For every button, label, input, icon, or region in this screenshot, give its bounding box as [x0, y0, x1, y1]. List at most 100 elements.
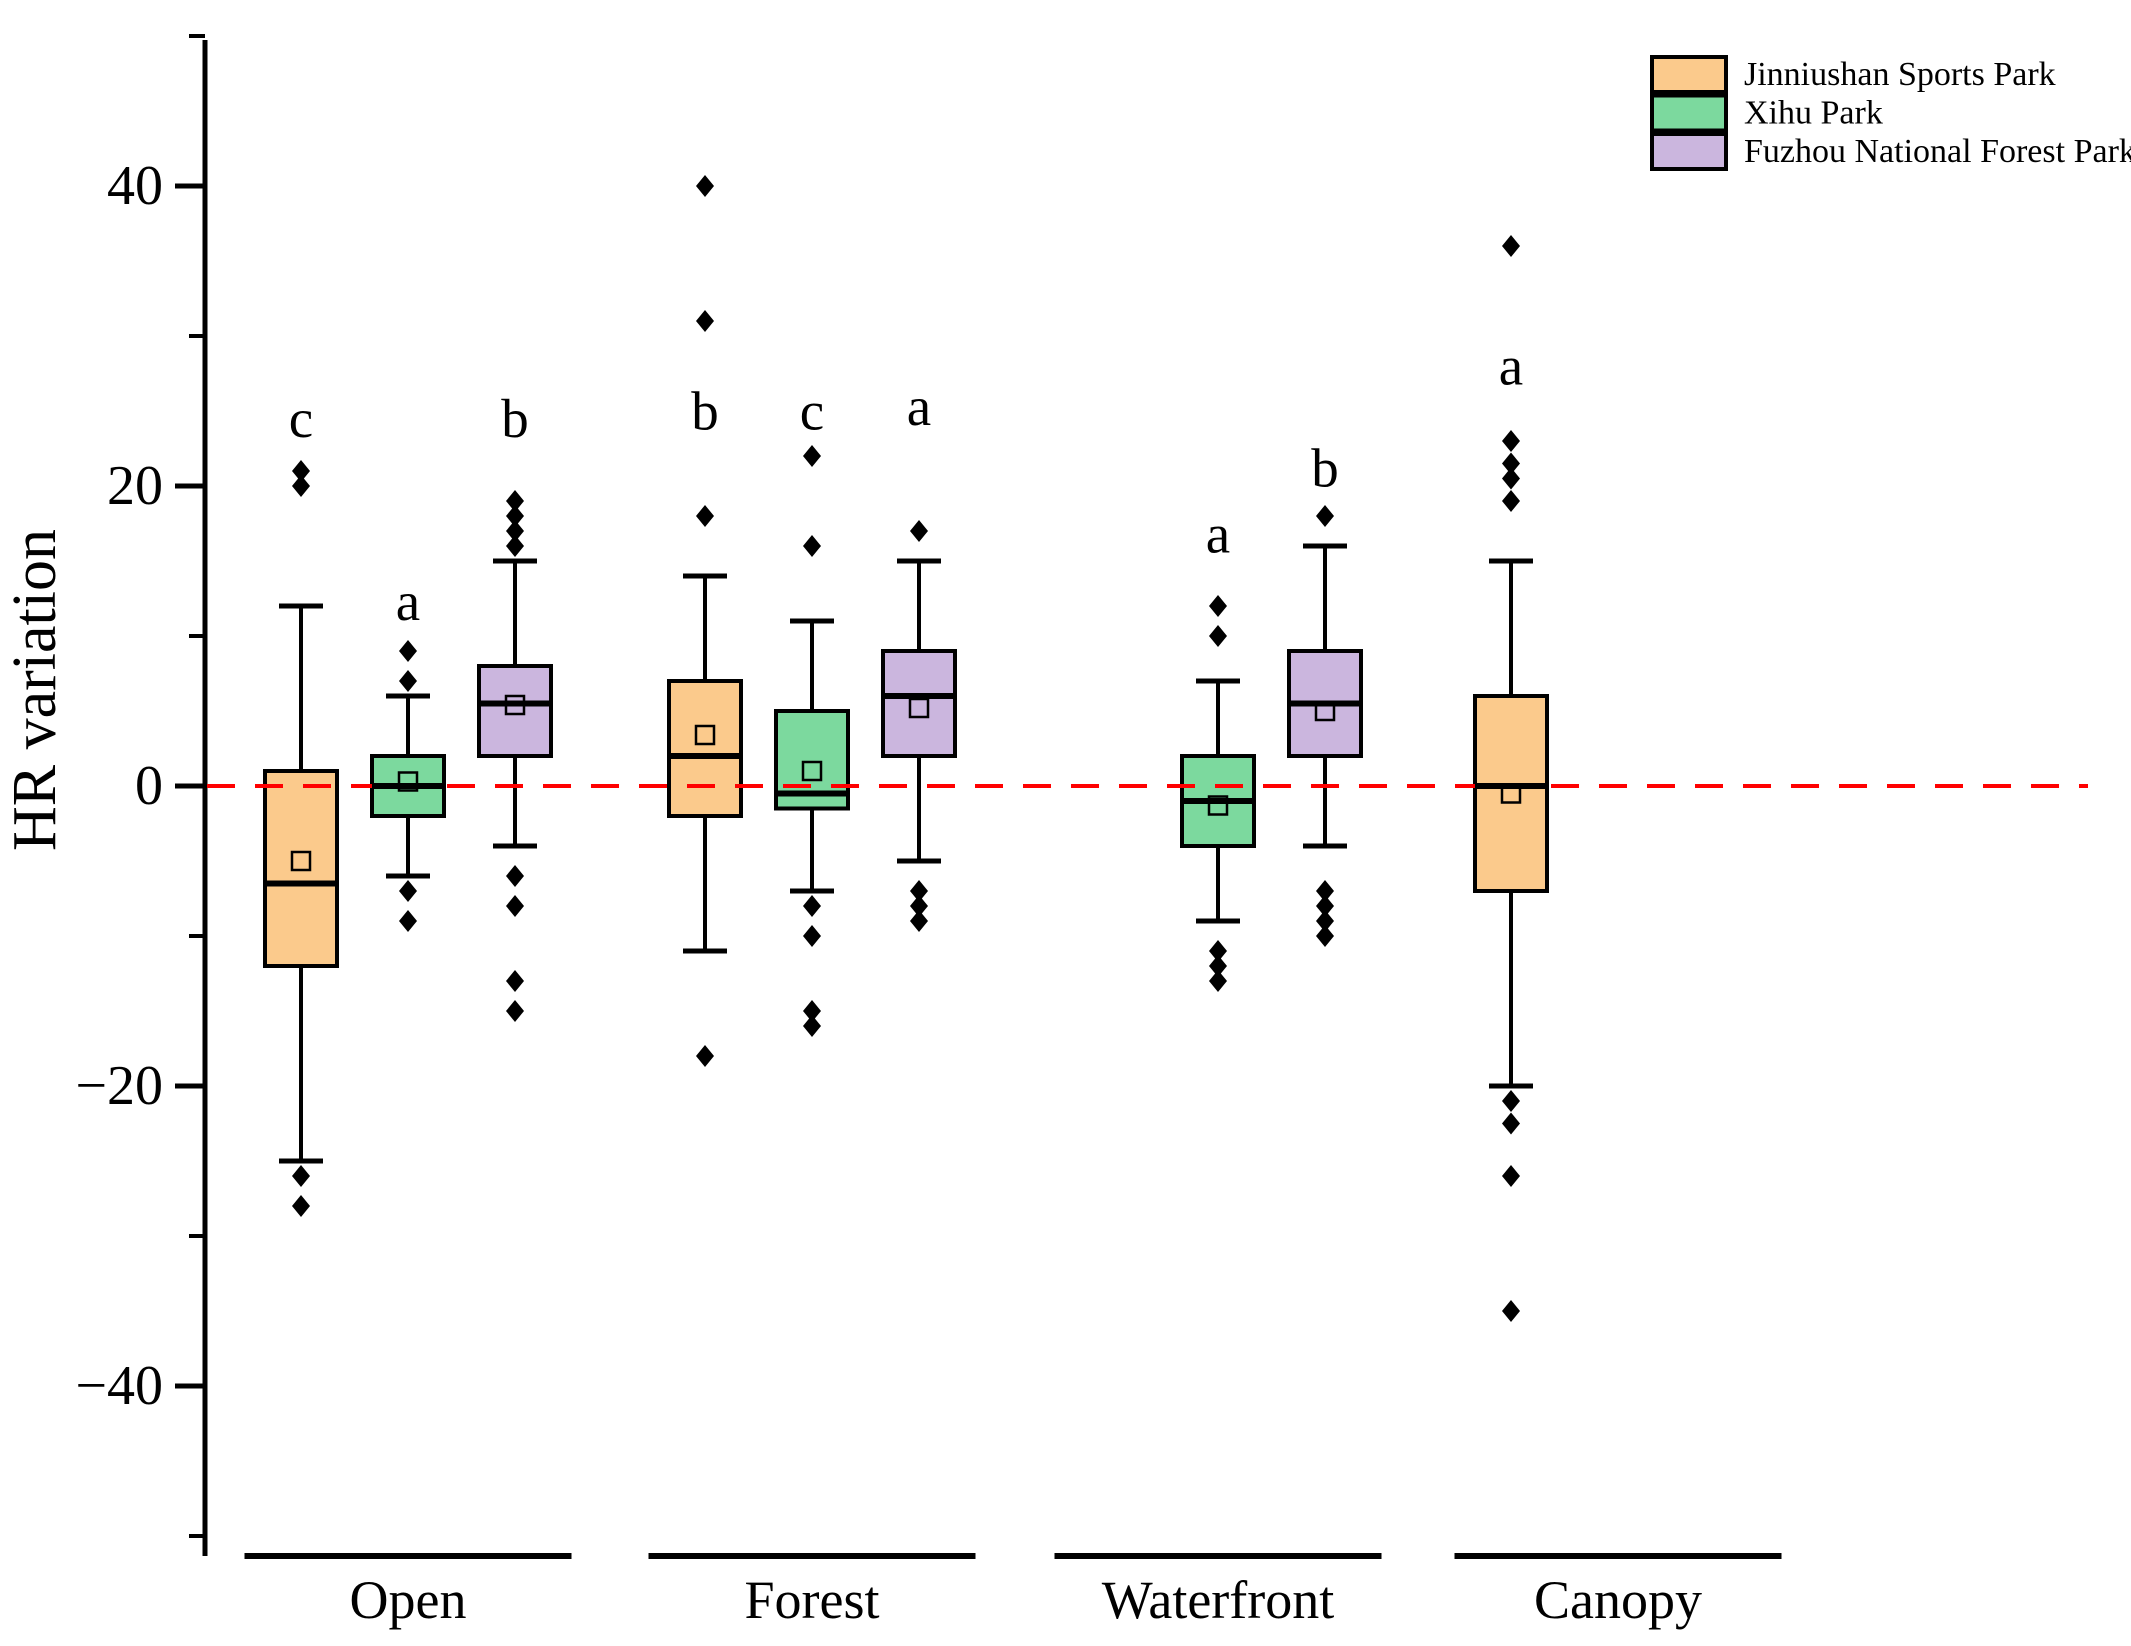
iqr-box: [1473, 694, 1549, 893]
significance-letter: c: [289, 388, 313, 449]
box-open-fuzhou: [477, 558, 553, 849]
outlier-diamond: [1209, 595, 1227, 617]
outlier-diamond: [696, 175, 714, 197]
outlier-diamond: [803, 535, 821, 557]
outlier-diamond: [1209, 955, 1227, 977]
legend-swatch-jinniushan: [1650, 55, 1728, 94]
mean-marker: [908, 697, 930, 719]
outlier-diamond: [1502, 1090, 1520, 1112]
category-label-forest: Forest: [745, 1570, 880, 1630]
outlier-diamond: [1209, 625, 1227, 647]
legend-label-jinniushan: Jinniushan Sports Park: [1744, 56, 2056, 93]
box-marks-open-xihu: a: [372, 571, 444, 932]
outlier-diamond: [506, 535, 524, 557]
box-marks-forest-fuzhou: a: [883, 376, 955, 932]
iqr-box: [477, 664, 553, 758]
outlier-diamond: [399, 670, 417, 692]
legend-swatch-fuzhou: [1650, 132, 1728, 171]
significance-letter: b: [1311, 438, 1339, 499]
significance-letter: a: [1206, 504, 1230, 565]
legend-swatch-xihu: [1650, 93, 1728, 133]
outlier-diamond: [1502, 430, 1520, 452]
outlier-diamond: [1502, 490, 1520, 512]
outlier-diamond: [910, 880, 928, 902]
box-forest-jinniushan: [667, 573, 743, 954]
iqr-box: [881, 649, 957, 758]
significance-letter: a: [396, 571, 420, 632]
box-marks-forest-xihu: c: [776, 381, 848, 1037]
mean-marker: [504, 694, 526, 716]
outlier-diamond: [506, 520, 524, 542]
outlier-diamond: [399, 640, 417, 662]
outlier-diamond: [803, 1015, 821, 1037]
outlier-diamond: [506, 865, 524, 887]
outlier-diamond: [1502, 1165, 1520, 1187]
outlier-diamond: [292, 1195, 310, 1217]
outlier-diamond: [292, 1165, 310, 1187]
outlier-diamond: [399, 910, 417, 932]
mean-marker: [1314, 700, 1336, 722]
outlier-diamond: [1209, 940, 1227, 962]
y-axis-tick-label: 20: [107, 455, 163, 517]
outlier-diamond: [803, 895, 821, 917]
outlier-diamond: [1502, 452, 1520, 475]
mean-marker: [397, 771, 419, 792]
iqr-box: [667, 679, 743, 818]
box-open-jinniushan: [263, 603, 339, 1164]
outlier-diamond: [1502, 467, 1520, 490]
y-axis-tick-label: 0: [135, 755, 163, 817]
y-axis-tick-label: −20: [75, 1055, 163, 1117]
mean-marker: [801, 760, 823, 782]
mean-marker: [290, 850, 312, 872]
y-axis-tick-label: 40: [107, 155, 163, 217]
legend-label-fuzhou: Fuzhou National Forest Park: [1744, 133, 2131, 170]
mean-marker: [1207, 795, 1229, 816]
outlier-diamond: [1209, 970, 1227, 992]
outlier-diamond: [1316, 910, 1334, 932]
outlier-diamond: [1502, 1112, 1520, 1135]
outlier-diamond: [506, 490, 524, 512]
y-axis-tick-label: −40: [75, 1355, 163, 1417]
outlier-diamond: [1316, 880, 1334, 902]
mean-marker: [1500, 783, 1522, 804]
outlier-diamond: [803, 925, 821, 947]
outlier-diamond: [506, 1000, 524, 1022]
outlier-diamond: [910, 910, 928, 932]
box-marks-open-fuzhou: b: [479, 388, 551, 1022]
outlier-diamond: [803, 445, 821, 467]
outlier-diamond: [506, 505, 524, 527]
box-forest-fuzhou: [881, 558, 957, 864]
outlier-diamond: [1502, 1300, 1520, 1322]
legend-label-xihu: Xihu Park: [1744, 95, 1883, 132]
outlier-diamond: [910, 520, 928, 542]
box-marks-open-jinniushan: c: [265, 388, 337, 1217]
outlier-diamond: [1316, 925, 1334, 947]
boxes-layer: [263, 543, 1549, 1164]
outlier-diamond: [910, 895, 928, 917]
outlier-diamond: [1316, 895, 1334, 917]
iqr-box: [263, 769, 339, 968]
outlier-diamond: [696, 505, 714, 527]
box-marks-waterfront-xihu: a: [1182, 504, 1254, 992]
significance-letter: b: [691, 381, 719, 442]
outlier-diamond: [506, 970, 524, 992]
outlier-diamond: [292, 460, 310, 482]
box-marks-forest-jinniushan: b: [669, 175, 741, 1067]
box-canopy-jinniushan: [1473, 558, 1549, 1089]
category-label-canopy: Canopy: [1534, 1570, 1702, 1630]
mean-marker: [694, 724, 716, 746]
outlier-diamond: [506, 895, 524, 917]
category-label-open: Open: [350, 1570, 467, 1630]
outlier-diamond: [696, 1045, 714, 1067]
box-marks-waterfront-fuzhou: b: [1289, 438, 1361, 947]
significance-letter: a: [907, 376, 931, 437]
outlier-diamond: [399, 880, 417, 902]
box-marks-canopy-jinniushan: a: [1475, 235, 1547, 1322]
significance-letter: b: [501, 388, 529, 449]
outlier-diamond: [1502, 235, 1520, 257]
